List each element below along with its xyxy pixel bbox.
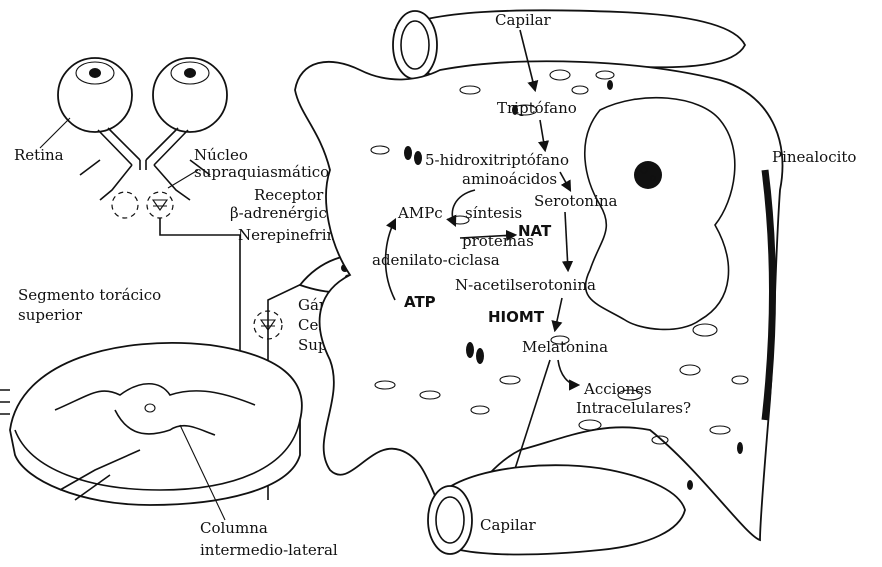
eyes-group: [40, 58, 227, 218]
optic-nerve-right: [146, 128, 188, 165]
spinal-cord-segment: [0, 343, 302, 505]
label-columna: Columna: [200, 519, 268, 537]
retina-pointer: [40, 118, 70, 148]
optic-nerve-left: [98, 128, 140, 165]
label-capilar-bottom: Capilar: [480, 516, 537, 534]
label-proteinas: proteinas: [462, 232, 534, 250]
left-eye-pupil: [89, 68, 101, 78]
label-capilar-top: Capilar: [495, 11, 552, 29]
label-pinealocito: Pinealocito: [772, 148, 856, 166]
label-aminoacidos: aminoácidos: [462, 170, 557, 188]
nucleolus: [634, 161, 662, 189]
suprachiasmatic-nucleus-left: [112, 192, 138, 218]
optic-chiasm: [100, 160, 190, 200]
label-intermedio-lateral: intermedio-lateral: [200, 541, 338, 559]
neuron-symbol-top: [153, 200, 167, 210]
label-acciones: Acciones: [583, 380, 652, 398]
label-sintesis: síntesis: [465, 204, 522, 222]
label-serotonina: Serotonina: [534, 192, 618, 210]
label-hiomt: HIOMT: [488, 308, 545, 326]
label-5-hidroxitriptofano: 5-hidroxitriptófano: [425, 151, 569, 169]
label-adenilato-ciclasa: adenilato-ciclasa: [372, 251, 500, 269]
label-melatonina: Melatonina: [522, 338, 608, 356]
spinal-root-left: [0, 390, 10, 414]
label-superior-segmento: superior: [18, 306, 83, 324]
label-segmento: Segmento torácico: [18, 286, 161, 304]
label-atp: ATP: [404, 293, 436, 311]
label-receptor: Receptor: [254, 186, 324, 204]
label-intracelulares: Intracelulares?: [576, 399, 691, 417]
label-triptofano: Triptófano: [497, 99, 577, 117]
label-norepinefrina: Nerepinefrina: [238, 226, 345, 244]
label-ampc: AMPc: [397, 204, 443, 222]
label-retina: Retina: [14, 146, 64, 164]
label-nucleo: Núcleo: [194, 146, 248, 164]
right-eye-pupil: [184, 68, 196, 78]
suprachiasmatic-nucleus-right: [147, 192, 173, 218]
label-supraquiasmatico: supraquiasmático: [194, 163, 329, 181]
optic-tract: [80, 160, 210, 175]
capillary-bottom: [428, 465, 685, 554]
label-n-acetilserotonina: N-acetilserotonina: [455, 276, 596, 294]
label-beta-adrenergico: β-adrenérgico: [230, 204, 336, 222]
